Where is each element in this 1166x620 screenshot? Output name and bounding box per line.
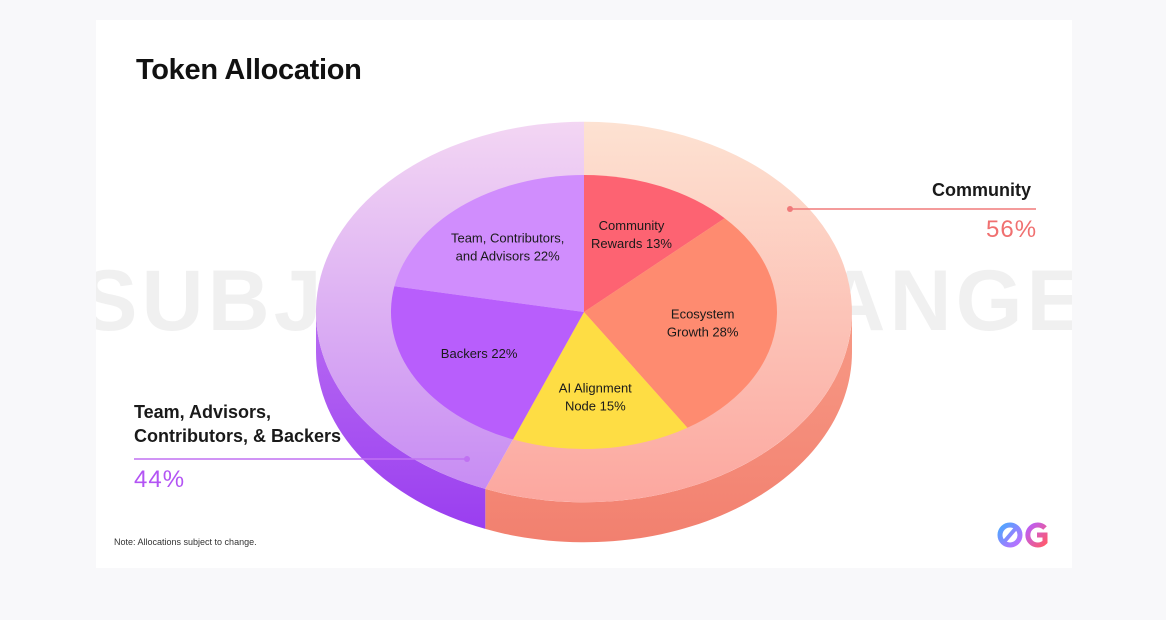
slice-label-line: Node 15%	[565, 399, 626, 414]
pie-side-1	[316, 312, 486, 529]
pie-slice-1	[584, 218, 777, 428]
team-percentage: 44%	[134, 466, 186, 493]
slice-label-line: Ecosystem	[671, 307, 735, 322]
slice-label-4: Team, Contributors, and Advisors 22%	[451, 231, 564, 264]
brand-logo-icon	[997, 522, 1048, 548]
slice-label-line: Backers 22%	[441, 346, 518, 361]
pie-slice-3	[390, 286, 584, 440]
community-percentage: 56%	[986, 216, 1038, 243]
chart-title: Token Allocation	[136, 54, 362, 86]
community-leader-dot	[787, 206, 793, 212]
pie-slice-2	[513, 312, 688, 450]
slice-label-line: AI Alignment	[559, 381, 632, 396]
pie-3d-sides	[316, 312, 852, 543]
team-label-line-2: Contributors, & Backers	[134, 425, 342, 446]
slice-label-line: Community	[599, 218, 665, 233]
pie-slice-4	[394, 175, 584, 312]
allocation-note: Note: Allocations subject to change.	[114, 537, 257, 547]
team-label-line-1: Team, Advisors,	[134, 402, 272, 422]
pie-slice-0	[584, 175, 725, 312]
slice-label-line: Rewards 13%	[591, 236, 672, 251]
slice-label-line: Growth 28%	[667, 325, 739, 340]
leader-lines	[134, 206, 1036, 462]
community-label-text: Community	[932, 180, 1031, 200]
community-group-label: Community	[932, 179, 1031, 203]
team-group-label: Team, Advisors, Contributors, & Backers	[134, 401, 341, 449]
slice-label-line: Team, Contributors,	[451, 231, 564, 246]
slice-label-3: Backers 22%	[441, 346, 518, 361]
slice-label-line: and Advisors 22%	[456, 249, 561, 264]
team-leader-dot	[464, 456, 470, 462]
pie-side-0	[485, 312, 852, 543]
pie-slices	[390, 175, 777, 450]
